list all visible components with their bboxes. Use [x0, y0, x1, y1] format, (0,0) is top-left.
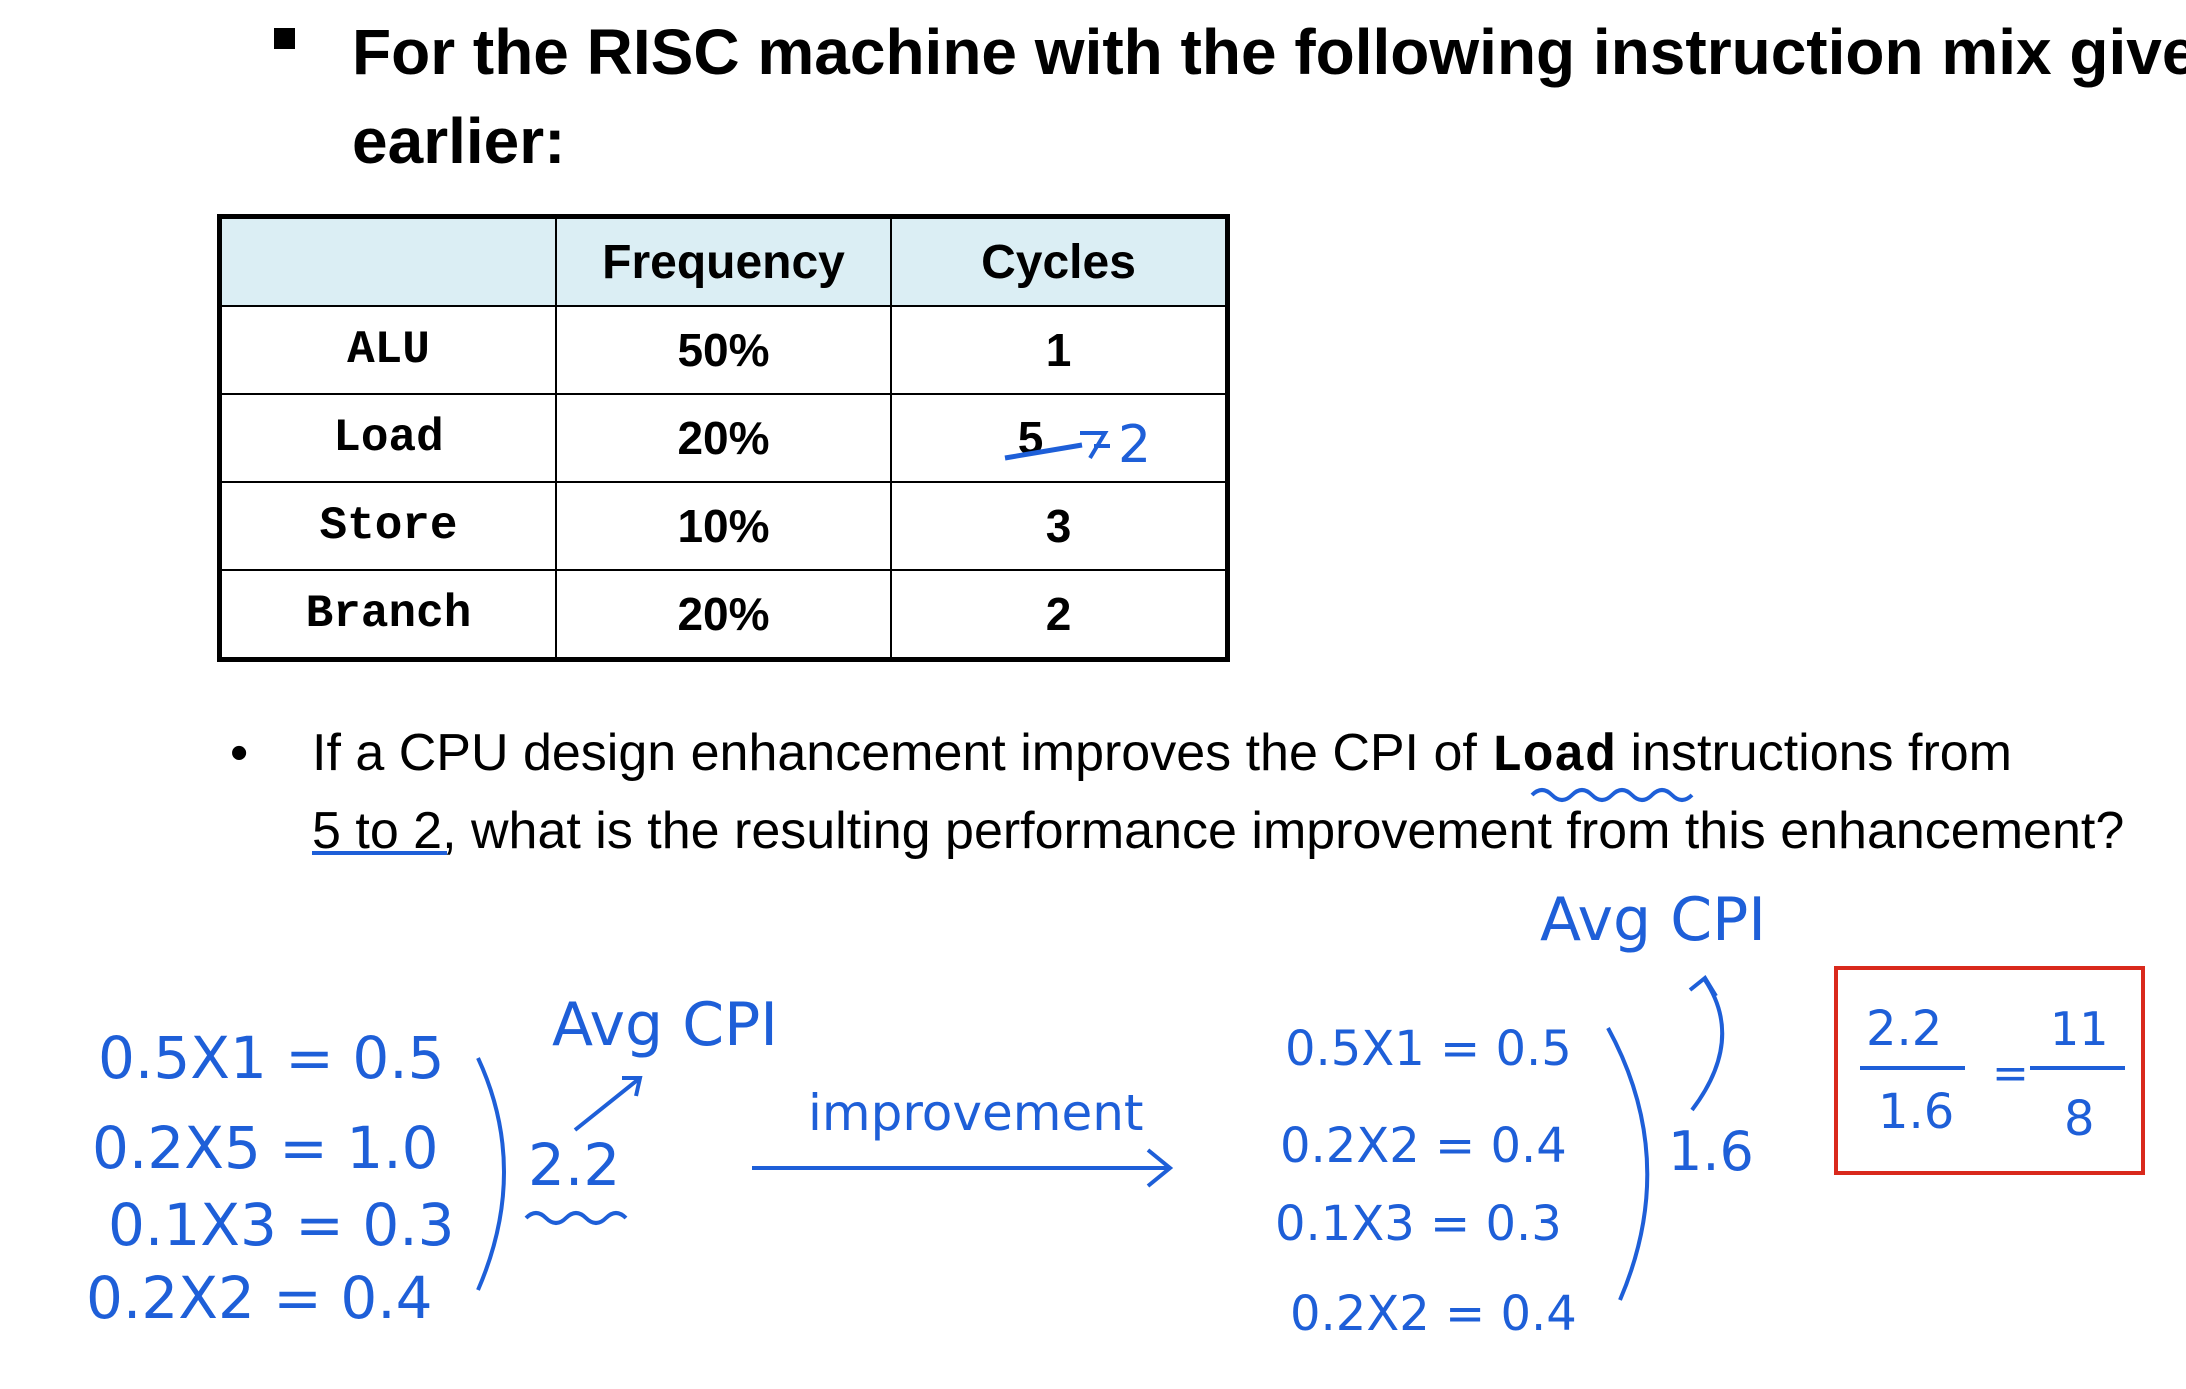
ratio-equals: = [1992, 1048, 2029, 1099]
left-result: 2.2 [528, 1131, 620, 1199]
heading-text: For the RISC machine with the following … [352, 16, 2186, 177]
table-row: Load 20% 5 [218, 393, 1229, 483]
instruction-name: Store [218, 481, 557, 571]
left-label: Avg CPI [552, 990, 778, 1060]
table-row: ALU 50% 1 [218, 305, 1229, 395]
underlined-range: 5 to 2 [312, 802, 443, 860]
table-header-cell: Cycles [890, 215, 1229, 307]
frequency-cell: 20% [555, 569, 892, 661]
arrow-head-icon [1146, 1148, 1174, 1188]
calc-line: 0.2X5 = 1.0 [92, 1114, 439, 1182]
ratio-box: 2.2 1.6 = 11 8 [1834, 966, 2145, 1175]
square-bullet-icon [274, 28, 295, 49]
red-box [1834, 966, 2145, 1175]
wavy-underline [524, 1211, 628, 1225]
table-row: Branch 20% 2 [218, 569, 1229, 661]
cycles-cell-load: 5 [890, 393, 1229, 483]
cycles-cell: 3 [890, 481, 1229, 571]
question-text: If a CPU design enhancement improves the… [312, 716, 2172, 868]
load-keyword: Load [1491, 727, 1617, 786]
left-calculation: 0.5X1 = 0.5 0.2X5 = 1.0 0.1X3 = 0.3 0.2X… [86, 990, 778, 1332]
table-header-row: Frequency Cycles [218, 215, 1229, 307]
right-label: Avg CPI [1540, 885, 1766, 955]
calc-line: 0.5X1 = 0.5 [1285, 1021, 1572, 1077]
ratio-denominator: 1.6 [1878, 1084, 1954, 1140]
right-result: 1.6 [1668, 1120, 1754, 1183]
ratio-numerator: 2.2 [1866, 1001, 1942, 1057]
instruction-name: ALU [218, 305, 557, 395]
bracket-icon [1606, 1027, 1650, 1301]
frequency-cell: 10% [555, 481, 892, 571]
ratio-denominator-2: 8 [2064, 1091, 2095, 1147]
instruction-mix-table: Frequency Cycles ALU 50% 1 Load 20% 5 St… [217, 214, 1230, 662]
calc-line: 0.5X1 = 0.5 [98, 1024, 445, 1092]
table-header-cell [218, 215, 557, 307]
calc-line: 0.2X2 = 0.4 [1290, 1286, 1577, 1342]
round-bullet-icon: • [230, 724, 249, 782]
table-header-cell: Frequency [555, 215, 892, 307]
cycles-cell: 1 [890, 305, 1229, 395]
ratio-numerator-2: 11 [2050, 1002, 2109, 1056]
calc-line: 0.2X2 = 0.4 [86, 1264, 433, 1332]
instruction-name: Load [218, 393, 557, 483]
arrow-icon [573, 1076, 643, 1132]
right-calculation: 0.5X1 = 0.5 0.2X2 = 0.4 0.1X3 = 0.3 0.2X… [1275, 885, 1766, 1342]
improvement-arrow: improvement [752, 1084, 1174, 1188]
calc-line: 0.1X3 = 0.3 [1275, 1196, 1562, 1252]
instruction-name: Branch [218, 569, 557, 661]
question-part3: , what is the resulting performance impr… [442, 802, 2125, 860]
frequency-cell: 20% [555, 393, 892, 483]
arrow-icon [1688, 975, 1725, 1112]
question-part2: instructions from [1616, 724, 2012, 782]
cycles-cell: 2 [890, 569, 1229, 661]
question-part1: If a CPU design enhancement improves the… [312, 724, 1492, 782]
calc-line: 0.1X3 = 0.3 [108, 1191, 455, 1259]
arrow-label: improvement [808, 1084, 1144, 1142]
frequency-cell: 50% [555, 305, 892, 395]
bracket-icon [476, 1057, 506, 1291]
table-row: Store 10% 3 [218, 481, 1229, 571]
calc-line: 0.2X2 = 0.4 [1280, 1118, 1567, 1174]
cycles-old-value: 5 [1017, 412, 1044, 464]
